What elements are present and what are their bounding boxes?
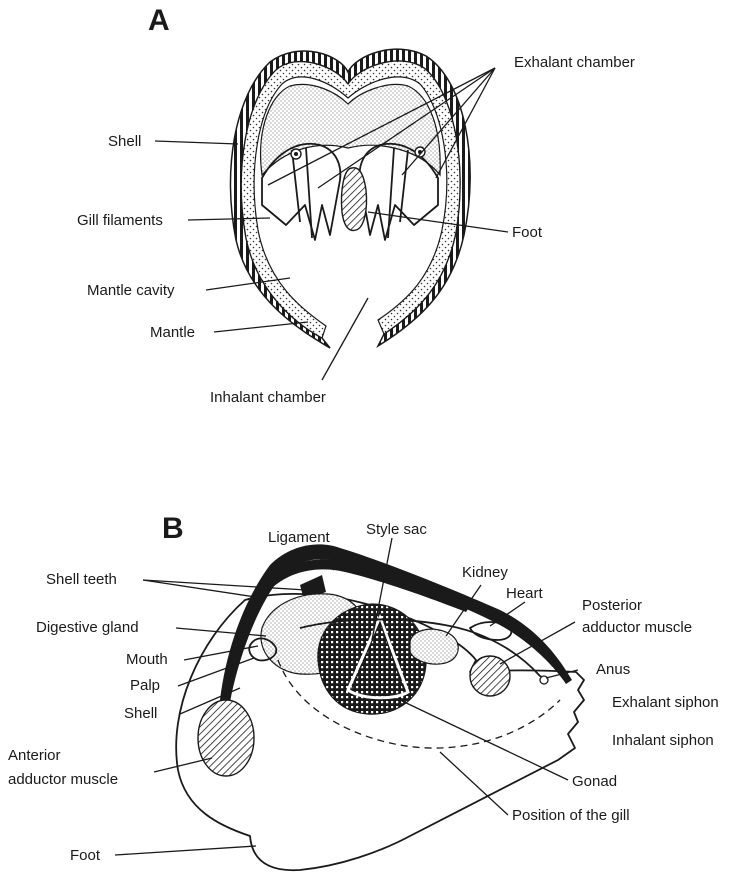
label-posterior-adductor-line1: Posterior	[582, 597, 642, 614]
panel-a: A Exhala	[77, 4, 635, 406]
label-anterior-adductor-line1: Anterior	[8, 747, 61, 764]
panel-b: B	[8, 512, 719, 870]
label-mantle-cavity: Mantle cavity	[87, 282, 175, 299]
label-b-foot: Foot	[70, 847, 101, 864]
label-inhalant-siphon: Inhalant siphon	[612, 732, 714, 749]
label-a-foot: Foot	[512, 224, 543, 241]
panel-b-heart	[470, 622, 511, 640]
label-style-sac: Style sac	[366, 521, 427, 538]
panel-b-kidney	[410, 629, 458, 664]
leader-mouth	[184, 646, 258, 660]
leader-digestive-gland	[176, 628, 266, 636]
leader-palp	[178, 658, 254, 686]
label-b-shell: Shell	[124, 705, 157, 722]
label-shell-teeth: Shell teeth	[46, 571, 117, 588]
panel-b-letter: B	[162, 512, 184, 545]
label-mantle: Mantle	[150, 324, 195, 341]
leader-gonad	[400, 700, 568, 780]
label-a-shell: Shell	[108, 133, 141, 150]
panel-a-gill-left-vessel-dot	[294, 152, 298, 156]
label-posterior-adductor-line2: adductor muscle	[582, 619, 692, 636]
leader-inhalant-chamber	[322, 298, 368, 380]
panel-a-foot	[341, 168, 366, 231]
leader-b-foot	[115, 846, 256, 855]
panel-a-gill-right-lamella	[388, 148, 408, 238]
leader-shell-teeth-2	[143, 580, 262, 598]
leader-gill-filaments	[188, 218, 270, 220]
label-exhalant-siphon: Exhalant siphon	[612, 694, 719, 711]
label-heart: Heart	[506, 585, 544, 602]
leader-mantle	[214, 322, 308, 332]
panel-b-anterior-adductor	[198, 700, 254, 776]
label-ligament: Ligament	[268, 529, 331, 546]
label-digestive-gland: Digestive gland	[36, 619, 139, 636]
label-kidney: Kidney	[462, 564, 508, 581]
panel-a-letter: A	[148, 4, 170, 37]
label-anterior-adductor-line2: adductor muscle	[8, 771, 118, 788]
leader-a-shell	[155, 141, 238, 144]
leader-gill-position	[440, 752, 508, 815]
label-inhalant-chamber: Inhalant chamber	[210, 389, 326, 406]
panel-a-gill-left-lamella	[292, 148, 312, 238]
label-gill-filaments: Gill filaments	[77, 212, 163, 229]
label-exhalant-chamber: Exhalant chamber	[514, 54, 635, 71]
leader-anterior-adductor	[154, 758, 212, 772]
label-anus: Anus	[596, 661, 630, 678]
label-palp: Palp	[130, 677, 160, 694]
label-mouth: Mouth	[126, 651, 168, 668]
label-position-of-gill: Position of the gill	[512, 807, 630, 824]
label-gonad: Gonad	[572, 773, 617, 790]
leader-shell-teeth-1	[143, 580, 306, 590]
